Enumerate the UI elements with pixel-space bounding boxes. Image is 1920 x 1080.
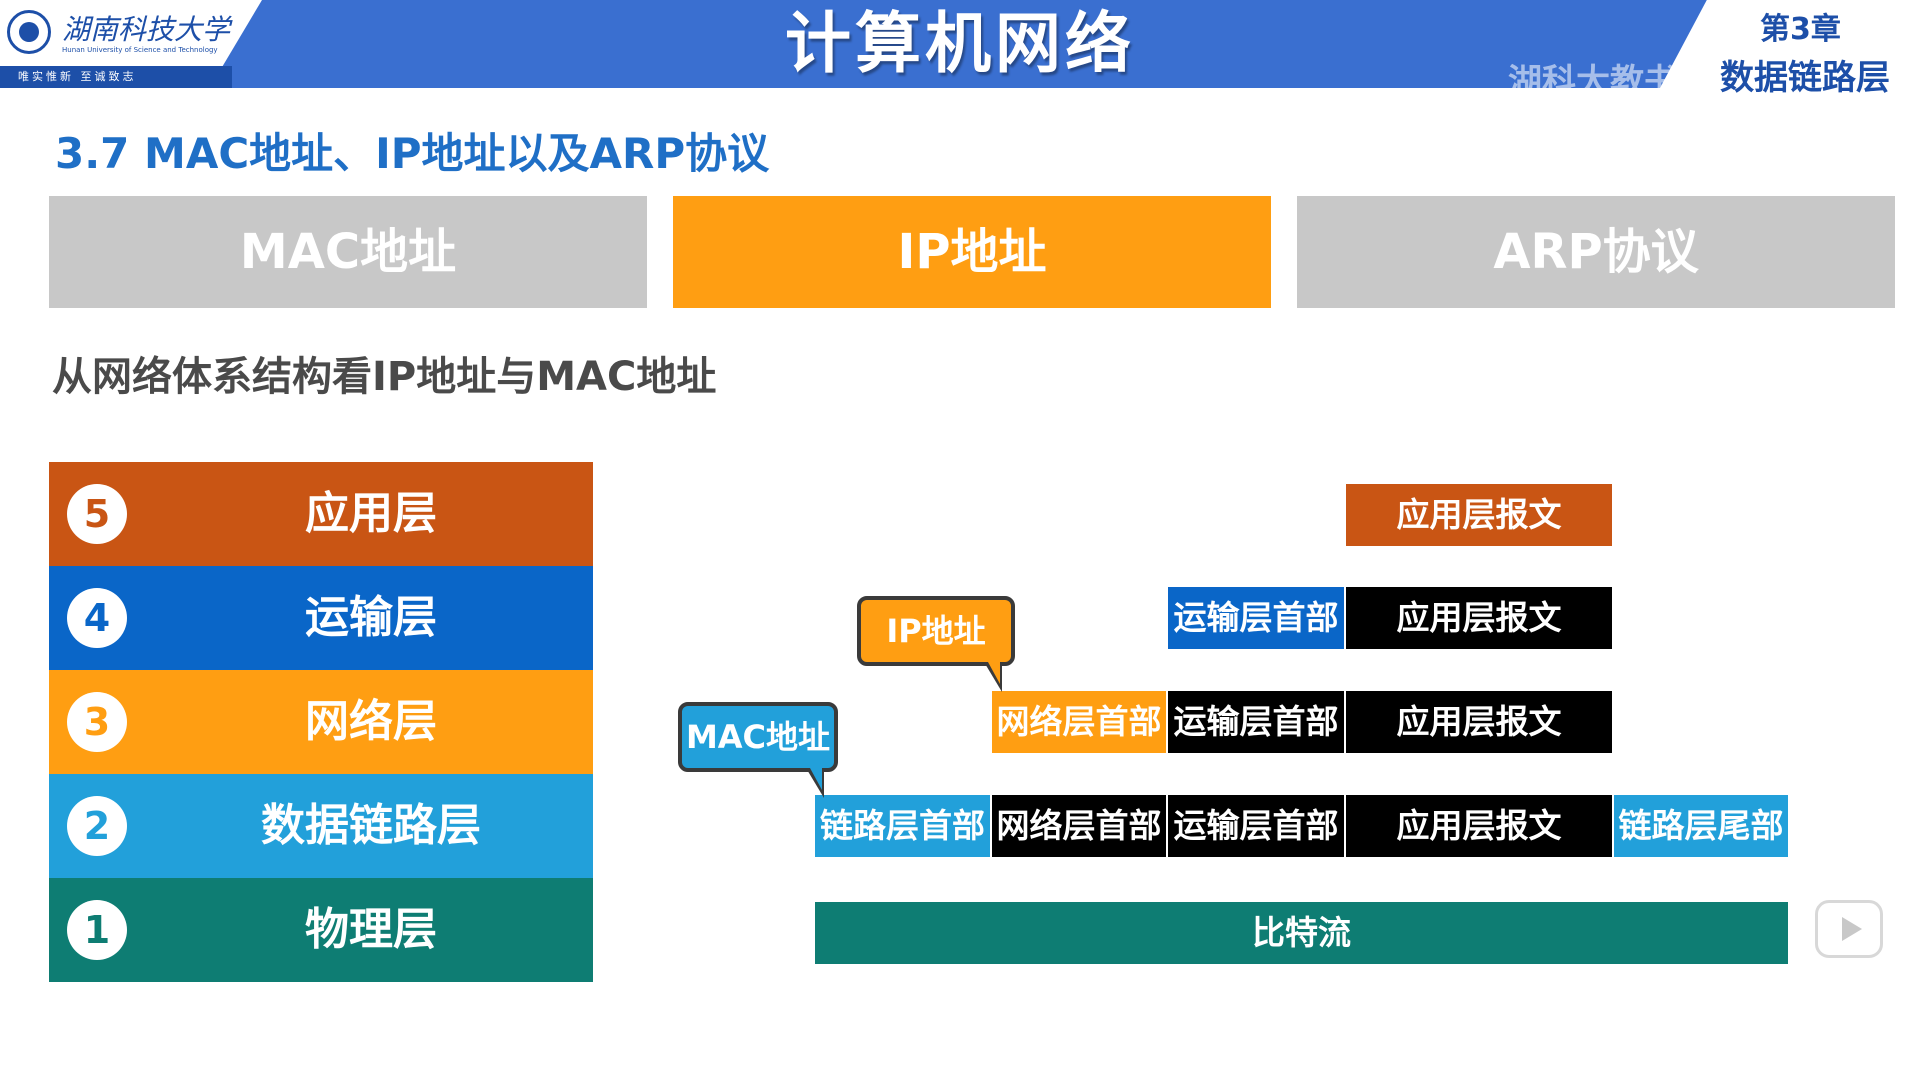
section-title: 3.7 MAC地址、IP地址以及ARP协议 — [55, 129, 770, 178]
tab-arp-protocol[interactable]: ARP协议 — [1297, 196, 1895, 308]
layer-name: 数据链路层 — [261, 800, 481, 851]
layer-name: 应用层 — [305, 488, 437, 539]
app-message-box: 应用层报文 — [1346, 587, 1612, 649]
mac-callout-tail-fill — [810, 768, 822, 790]
transport-header-box: 运输层首部 — [1168, 691, 1344, 753]
link-trailer-box: 链路层尾部 — [1614, 795, 1788, 857]
app-message-box: 应用层报文 — [1346, 795, 1612, 857]
university-name: 湖南科技大学 — [62, 13, 231, 46]
layer-transport: 4 运输层 — [49, 566, 593, 670]
course-title: 计算机网络 — [785, 5, 1135, 82]
layer-number: 2 — [67, 796, 127, 856]
tab-ip-address[interactable]: IP地址 — [673, 196, 1271, 308]
tab-mac-address[interactable]: MAC地址 — [49, 196, 647, 308]
ip-callout-tail-fill — [988, 662, 1000, 684]
layer-physical: 1 物理层 — [49, 878, 593, 982]
slide-subtitle: 从网络体系结构看IP地址与MAC地址 — [52, 354, 717, 400]
link-header-box: 链路层首部 — [815, 795, 990, 857]
layer-application: 5 应用层 — [49, 462, 593, 566]
chapter-panel — [1660, 0, 1920, 88]
chapter-number: 第3章 — [1760, 12, 1841, 47]
layer-number: 5 — [67, 484, 127, 544]
transport-header-box: 运输层首部 — [1168, 587, 1344, 649]
mac-address-callout: MAC地址 — [678, 702, 838, 772]
layer-number: 1 — [67, 900, 127, 960]
layer-number: 4 — [67, 588, 127, 648]
layer-name: 网络层 — [305, 696, 437, 747]
layer-network: 3 网络层 — [49, 670, 593, 774]
app-message-box: 应用层报文 — [1346, 484, 1612, 546]
ip-address-callout: IP地址 — [857, 596, 1015, 666]
layer-data-link: 2 数据链路层 — [49, 774, 593, 878]
network-header-box: 网络层首部 — [992, 691, 1166, 753]
bit-stream-box: 比特流 — [815, 902, 1788, 964]
layer-name: 运输层 — [305, 592, 437, 643]
layer-number: 3 — [67, 692, 127, 752]
app-message-box: 应用层报文 — [1346, 691, 1612, 753]
play-icon[interactable] — [1815, 900, 1883, 958]
watermark: 湖科大教书匠 — [1508, 62, 1712, 102]
header-bar — [0, 0, 1920, 88]
chapter-name: 数据链路层 — [1720, 58, 1890, 98]
university-motto: 唯实惟新 至诚致志 — [0, 66, 232, 88]
university-name-en: Hunan University of Science and Technolo… — [62, 46, 218, 54]
network-header-box: 网络层首部 — [992, 795, 1166, 857]
university-seal-icon — [7, 10, 51, 54]
layer-name: 物理层 — [305, 904, 437, 955]
transport-header-box: 运输层首部 — [1168, 795, 1344, 857]
